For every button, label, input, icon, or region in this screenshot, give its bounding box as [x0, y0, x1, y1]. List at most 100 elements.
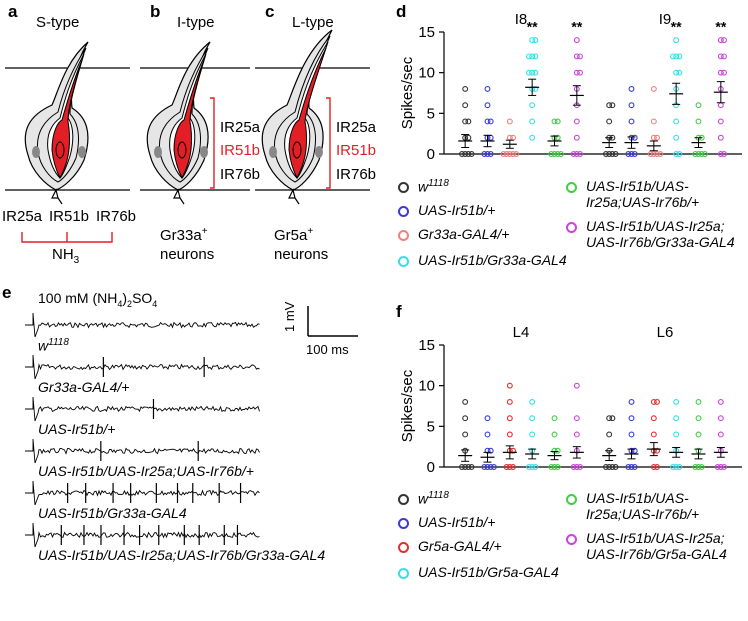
data-point: [698, 151, 705, 157]
data-point: [673, 415, 680, 422]
data-point: [506, 382, 513, 389]
data-point: [606, 415, 613, 422]
data-point: [673, 118, 680, 125]
trace-line: [25, 522, 260, 548]
data-point: [631, 134, 638, 141]
data-point: [573, 464, 580, 470]
data-point: [695, 102, 702, 109]
data-point: [695, 464, 702, 470]
legend-entry: UAS-Ir51b/+: [398, 202, 495, 218]
data-point: [721, 37, 727, 44]
data-point: [551, 118, 558, 125]
data-point: [484, 464, 491, 470]
data-point: [650, 464, 657, 470]
data-point: [551, 464, 558, 470]
data-point: [484, 85, 491, 92]
legend-entry: UAS-Ir51b/UAS-Ir25a;UAS-Ir76b/Gr5a-GAL4: [566, 530, 727, 562]
trace-line: [25, 438, 260, 464]
data-point: [554, 134, 561, 141]
data-point: [606, 464, 613, 470]
sensilla-illustration: [5, 29, 370, 243]
data-point: [487, 118, 494, 125]
ligand-label: NH3: [52, 246, 80, 266]
data-point: [650, 134, 657, 141]
data-point: [526, 464, 532, 470]
data-point: [676, 69, 683, 76]
data-point: [526, 69, 532, 76]
data-point: [625, 151, 632, 157]
data-point: [554, 464, 561, 470]
data-point: [628, 415, 635, 422]
data-point: [650, 398, 657, 405]
data-point: [573, 134, 580, 141]
data-point: [459, 151, 465, 157]
data-point: [462, 102, 469, 109]
scale-time: 100 ms: [306, 342, 349, 357]
data-point: [551, 431, 558, 438]
scale-bar: [307, 306, 358, 337]
data-point: [657, 151, 664, 157]
significance-mark: **: [671, 19, 682, 35]
data-point: [570, 464, 577, 470]
significance-mark: **: [527, 19, 538, 35]
legend-label: w: [418, 490, 429, 507]
data-point: [503, 464, 510, 470]
data-point: [487, 134, 494, 141]
y-tick-label: 15: [418, 24, 435, 41]
y-tick-label: 5: [427, 105, 435, 122]
data-point: [717, 415, 724, 422]
i-type-neurons: Gr33a+neurons: [160, 226, 215, 263]
data-point: [554, 151, 561, 157]
legend-label: Gr5a-GAL4/+: [418, 538, 502, 554]
data-point: [695, 398, 702, 405]
i-type-ir76b: IR76b: [220, 166, 261, 183]
panel-b-title: I-type: [177, 14, 215, 31]
legend-entry: UAS-Ir51b/UAS-Ir25a;UAS-Ir76b/+: [566, 178, 699, 210]
legend-label-line2: UAS-Ir76b/Gr33a-GAL4: [586, 234, 735, 250]
trace-line: [25, 480, 260, 506]
trace-label: UAS-Ir51b/UAS-Ir25a;UAS-Ir76b/Gr33a-GAL4: [38, 547, 326, 563]
data-point: [481, 151, 488, 157]
data-point: [487, 464, 494, 470]
data-point: [506, 464, 513, 470]
i-type-ir25a: IR25a: [220, 119, 261, 136]
legend-marker: [398, 541, 409, 553]
data-point: [465, 151, 472, 157]
data-point: [606, 102, 613, 109]
data-point: [650, 151, 657, 157]
data-point: [717, 134, 724, 141]
significance-mark: **: [571, 19, 582, 35]
data-point: [676, 53, 683, 60]
group-label: L6: [657, 327, 674, 341]
data-point: [513, 151, 520, 157]
legend-marker: [566, 221, 577, 233]
data-point: [510, 464, 516, 470]
data-point: [573, 69, 580, 76]
data-point: [609, 151, 616, 157]
data-point: [526, 53, 532, 60]
data-point: [487, 151, 494, 157]
data-point: [529, 415, 536, 422]
data-point: [554, 447, 561, 454]
data-point: [673, 398, 680, 405]
data-point: [695, 118, 702, 125]
panel-letter-e: e: [2, 283, 12, 302]
panel-c-title: L-type: [292, 14, 334, 31]
legend-label: UAS-Ir51b/UAS-Ir25a;: [586, 530, 725, 546]
data-point: [670, 464, 676, 470]
y-tick-label: 0: [427, 459, 435, 476]
data-point: [481, 464, 488, 470]
group-label: I9: [659, 14, 672, 28]
data-point: [573, 53, 580, 60]
data-point: [577, 151, 583, 157]
ephys-traces: [25, 312, 260, 548]
legend-marker: [398, 229, 409, 241]
data-point: [577, 464, 583, 470]
data-point: [551, 415, 558, 422]
data-point: [721, 151, 727, 157]
data-point: [532, 69, 539, 76]
data-point: [695, 151, 702, 157]
y-tick-label: 10: [418, 65, 435, 82]
data-point: [462, 415, 469, 422]
data-point: [573, 382, 580, 389]
